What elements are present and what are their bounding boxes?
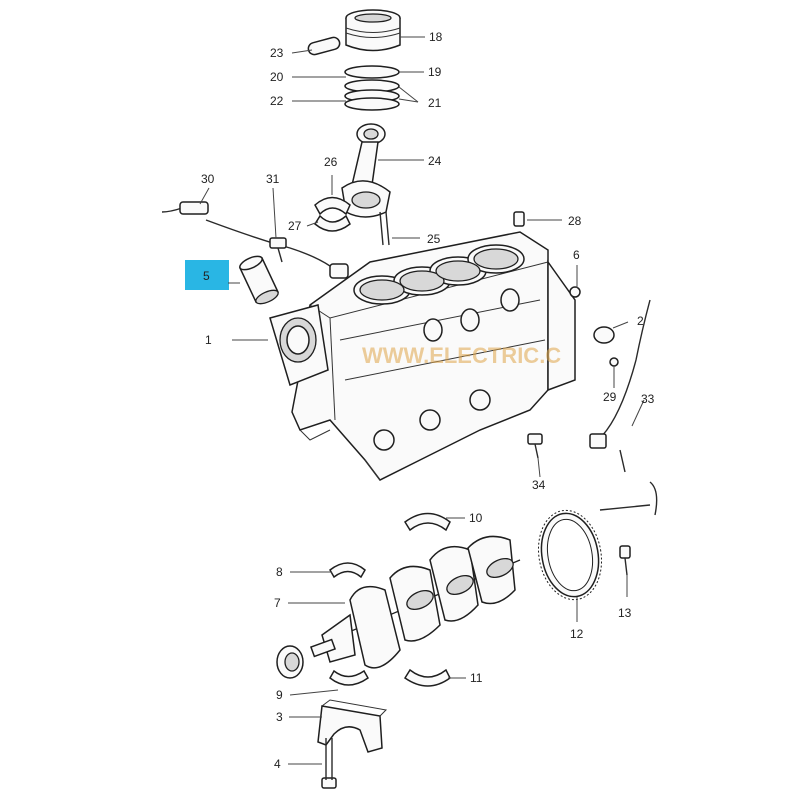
bolt-13 (619, 545, 631, 576)
callout-28: 28 (568, 214, 582, 228)
callout-31: 31 (266, 172, 280, 186)
callout-20: 20 (270, 70, 284, 84)
dowel-pin-28 (513, 211, 525, 227)
sensor-cable (161, 201, 349, 279)
callout-30: 30 (201, 172, 215, 186)
callout-7: 7 (274, 596, 281, 610)
callout-34: 34 (532, 478, 546, 492)
main-bearing-cap (317, 699, 388, 753)
callout-25: 25 (427, 232, 441, 246)
callout-24: 24 (428, 154, 442, 168)
callout-labels: 18 23 19 20 22 21 24 26 30 31 28 27 25 6… (201, 30, 655, 771)
callout-1: 1 (205, 333, 212, 347)
piston-pin (307, 36, 341, 56)
callout-19: 19 (428, 65, 442, 79)
connecting-rod (341, 123, 391, 246)
cap-bolt (321, 738, 337, 789)
callout-3: 3 (276, 710, 283, 724)
callout-4: 4 (274, 757, 281, 771)
watermark: WWW.ELECTRIC.C (362, 343, 561, 368)
callout-10: 10 (469, 511, 483, 525)
plug-29 (609, 357, 619, 367)
callout-29: 29 (603, 390, 617, 404)
callout-6: 6 (573, 248, 580, 262)
upper-bearing-shell-10 (403, 512, 451, 532)
callout-22: 22 (270, 94, 284, 108)
callout-21: 21 (428, 96, 442, 110)
leader-lines (199, 36, 645, 765)
bolt-34 (527, 433, 543, 459)
engine-block (269, 231, 576, 481)
plug-6 (569, 286, 581, 298)
callout-8: 8 (276, 565, 283, 579)
callout-27: 27 (288, 219, 302, 233)
callout-33: 33 (641, 392, 655, 406)
callout-23: 23 (270, 46, 284, 60)
callout-2: 2 (637, 314, 644, 328)
cylinder-sleeve (238, 255, 280, 305)
rod-bearing-shells (314, 196, 351, 232)
rear-oil-seal (276, 645, 304, 679)
plug-2 (593, 326, 615, 344)
reluctor-ring (537, 509, 603, 601)
piston-ring-set (344, 65, 400, 111)
lower-bearing-shell-9 (329, 669, 369, 686)
callout-12: 12 (570, 627, 584, 641)
sensor-33 (589, 299, 651, 473)
highlight-box-part-5 (185, 260, 229, 290)
callout-13: 13 (618, 606, 632, 620)
callout-11: 11 (470, 671, 483, 685)
crankshaft (309, 535, 521, 669)
callout-26: 26 (324, 155, 338, 169)
callout-9: 9 (276, 688, 283, 702)
callout-5: 5 (203, 269, 210, 283)
callout-18: 18 (429, 30, 443, 44)
lower-bearing-shell-11 (403, 668, 451, 687)
mounting-bolt-31 (269, 237, 287, 263)
piston (345, 9, 401, 52)
upper-bearing-shell-8 (329, 562, 366, 579)
